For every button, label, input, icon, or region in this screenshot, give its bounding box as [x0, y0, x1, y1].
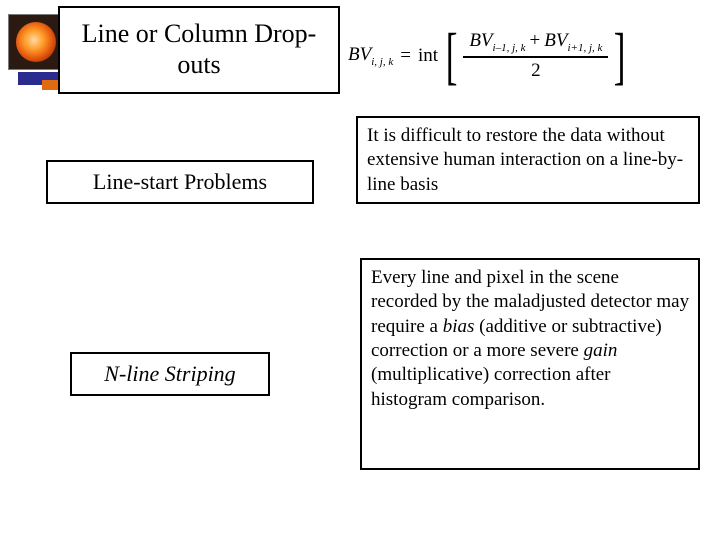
every-line-text-part1: Every line and pixel in the scene record… [371, 267, 690, 337]
formula-lhs-base: BV [348, 44, 372, 66]
every-line-text-part3: (multiplicative) correction after histog… [371, 364, 611, 410]
formula-num-left-base: BV [469, 30, 493, 52]
label-line-start-problems: Line-start Problems [92, 169, 268, 194]
label-n-line-striping: N-line Striping [104, 361, 236, 386]
every-line-text-bias: bias [442, 315, 475, 337]
decorative-orange-bar [42, 80, 72, 90]
formula-denominator: 2 [531, 59, 541, 81]
formula-fraction: BVi–1, j, k+BVi+1, j, k 2 [463, 30, 609, 81]
label-box-line-start-problems: Line-start Problems [46, 160, 314, 204]
label-box-n-line-striping: N-line Striping [70, 352, 270, 396]
every-line-text-gain: gain [583, 339, 618, 361]
formula-bracket-right: ] [614, 19, 626, 91]
formula-num-right-subscript: i+1, j, k [567, 42, 603, 55]
logo-graphic [8, 14, 72, 96]
slide-title-box: Line or Column Drop-outs [58, 6, 340, 94]
formula-num-right-base: BV [544, 30, 568, 52]
page-title: Line or Column Drop-outs [81, 19, 317, 79]
sun-icon [8, 14, 64, 70]
formula-lhs-subscript: i, j, k [371, 55, 394, 68]
textbox-restore-difficulty: It is difficult to restore the data with… [356, 116, 700, 204]
formula-equation: BVi, j, k = int [ BVi–1, j, k+BVi+1, j, … [348, 14, 712, 98]
formula-bracket-left: [ [445, 19, 458, 91]
formula-int-label: int [417, 45, 438, 66]
formula-left-hand-side: BVi, j, k [348, 44, 393, 68]
every-line-text-part2: (additive or subtractive) correction or … [371, 315, 662, 361]
formula-num-left-subscript: i–1, j, k [492, 42, 526, 55]
formula-equals-sign: = [400, 45, 411, 66]
formula-num-plus: + [529, 30, 541, 52]
textbox-every-line-correction: Every line and pixel in the scene record… [360, 258, 700, 470]
textbox-restore-paragraph: It is difficult to restore the data with… [367, 125, 684, 195]
sun-glow [16, 22, 56, 62]
formula-numerator: BVi–1, j, k+BVi+1, j, k [463, 30, 608, 56]
formula-fraction-bar [463, 56, 609, 58]
textbox-every-line-paragraph: Every line and pixel in the scene record… [371, 266, 690, 412]
